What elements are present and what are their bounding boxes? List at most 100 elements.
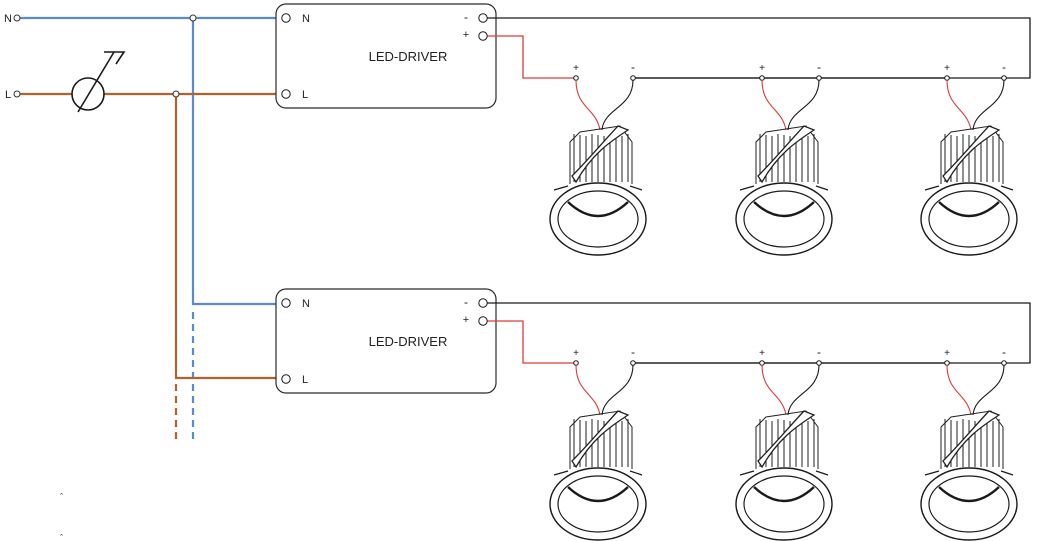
mains-terminals	[13, 14, 197, 98]
lamp-minus-terminal	[1001, 360, 1007, 366]
driver-circuit: LED-DRIVER N L - + + - + - + -	[275, 3, 1031, 256]
lamp-plus-terminal	[944, 75, 950, 81]
reflector	[938, 201, 1000, 218]
led-downlight	[549, 125, 647, 256]
lamp-minus-terminal	[816, 75, 822, 81]
lamp-minus-lead	[787, 79, 820, 131]
led-driver-box	[275, 288, 497, 394]
artifact-mark: ˆ	[60, 533, 63, 541]
neutral-junction	[189, 14, 197, 22]
lamp-minus-lead	[972, 79, 1005, 131]
mains-wiring	[20, 16, 286, 440]
output-minus-terminal	[478, 298, 488, 308]
lamp-minus-label: -	[631, 345, 635, 359]
neutral-terminal	[13, 14, 21, 22]
trim-outer	[735, 182, 833, 256]
lamp-minus-label: -	[817, 345, 821, 359]
input-n-label: N	[302, 13, 310, 25]
reflector	[567, 201, 629, 218]
lamp-plus-lead	[761, 79, 787, 131]
driver-circuit: LED-DRIVER N L - + + - + - + -	[275, 288, 1031, 541]
lamp-minus-terminal	[630, 360, 636, 366]
output-plus-terminal	[478, 316, 488, 326]
input-n-terminal	[281, 298, 291, 308]
input-l-terminal	[281, 374, 291, 384]
lamp-plus-label: +	[759, 63, 765, 74]
lamp-minus-terminal	[816, 360, 822, 366]
led-downlight	[549, 410, 647, 541]
lamp-plus-terminal	[759, 75, 765, 81]
lamp-plus-label: +	[573, 63, 579, 74]
lamp-plus-terminal	[573, 360, 579, 366]
output-minus-terminal	[478, 13, 488, 23]
lamp-plus-lead	[946, 364, 972, 416]
trim-outer	[549, 182, 647, 256]
lamp-plus-terminal	[759, 360, 765, 366]
live-label: L	[5, 89, 11, 101]
lamp-plus-lead	[946, 79, 972, 131]
trim-outer	[920, 182, 1018, 256]
output-plus-label: +	[463, 29, 469, 41]
reflector	[567, 486, 629, 503]
live-junction	[172, 90, 180, 98]
trim-outer	[735, 467, 833, 541]
input-l-terminal	[281, 89, 291, 99]
lamp-plus-label: +	[759, 348, 765, 359]
artifact-mark: ˆ	[60, 492, 63, 502]
lamp-minus-label: -	[631, 60, 635, 74]
lamp-plus-label: +	[573, 348, 579, 359]
heatsink	[569, 125, 633, 184]
led-downlight	[735, 125, 833, 256]
led-driver-box	[275, 3, 497, 109]
lamp-plus-terminal	[573, 75, 579, 81]
lamp-plus-lead	[575, 364, 601, 416]
lamp-plus-lead	[575, 79, 601, 131]
driver-label: LED-DRIVER	[369, 334, 448, 349]
neutral-wire-branch	[191, 18, 286, 306]
output-minus-label: -	[464, 10, 468, 24]
input-l-label: L	[302, 89, 308, 101]
input-n-label: N	[302, 298, 310, 310]
lamp-minus-lead	[787, 364, 820, 416]
lamp-plus-terminal	[944, 360, 950, 366]
live-wire-branch	[174, 94, 286, 380]
positive-output-wire	[486, 320, 576, 364]
output-plus-label: +	[463, 314, 469, 326]
neutral-label: N	[4, 13, 12, 25]
heatsink	[940, 410, 1004, 469]
trim-inner	[928, 475, 1010, 533]
lamp-minus-terminal	[1001, 75, 1007, 81]
lamp-minus-terminal	[630, 75, 636, 81]
led-downlight	[735, 410, 833, 541]
led-downlight	[920, 410, 1018, 541]
output-minus-label: -	[464, 295, 468, 309]
heatsink	[940, 125, 1004, 184]
reflector	[753, 486, 815, 503]
heatsink	[569, 410, 633, 469]
lamp-minus-lead	[601, 79, 634, 131]
output-plus-terminal	[478, 31, 488, 41]
heatsink	[755, 410, 819, 469]
trim-inner	[557, 190, 639, 248]
lamp-minus-label: -	[1002, 60, 1006, 74]
lamp-plus-label: +	[944, 63, 950, 74]
lamp-minus-lead	[601, 364, 634, 416]
input-l-label: L	[302, 374, 308, 386]
lamp-minus-lead	[972, 364, 1005, 416]
positive-output-wire	[486, 35, 576, 79]
reflector	[753, 201, 815, 218]
trim-inner	[557, 475, 639, 533]
live-terminal	[13, 90, 21, 98]
driver-label: LED-DRIVER	[369, 49, 448, 64]
trim-inner	[743, 475, 825, 533]
lamp-plus-label: +	[944, 348, 950, 359]
input-n-terminal	[281, 13, 291, 23]
reflector	[938, 486, 1000, 503]
lamp-minus-label: -	[817, 60, 821, 74]
trim-outer	[920, 467, 1018, 541]
lamp-minus-label: -	[1002, 345, 1006, 359]
trim-inner	[743, 190, 825, 248]
trim-outer	[549, 467, 647, 541]
heatsink	[755, 125, 819, 184]
